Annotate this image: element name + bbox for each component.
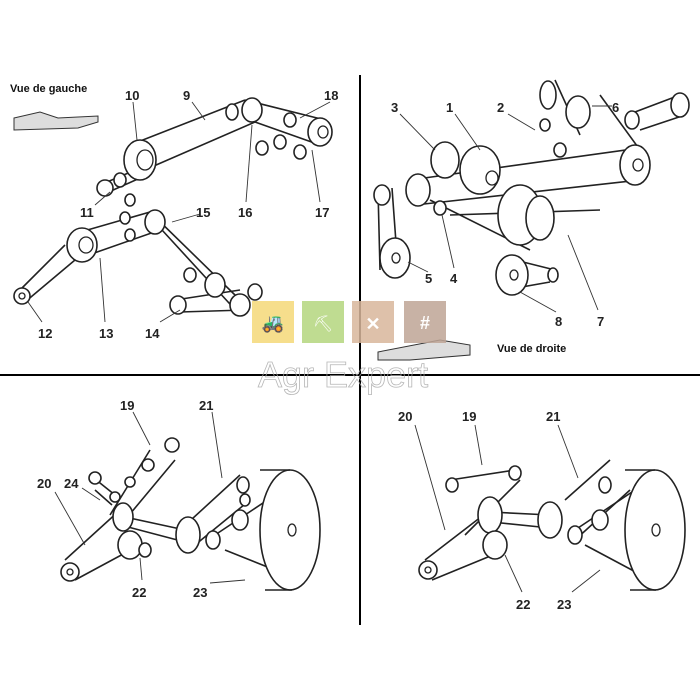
- right-view-diagram: Vue de droite 3 1 2 6 5 4 8 7: [373, 79, 690, 361]
- part-label: 14: [145, 326, 160, 341]
- part-label: 20: [37, 476, 51, 491]
- part-label: 2: [497, 100, 504, 115]
- part-label: 9: [183, 88, 190, 103]
- part-label: 22: [132, 585, 146, 600]
- part-label: 10: [125, 88, 139, 103]
- part-label: 23: [193, 585, 207, 600]
- watermark-text: Agr Expert: [258, 354, 428, 395]
- part-label: 11: [80, 205, 94, 220]
- svg-text:⛏: ⛏: [313, 315, 333, 333]
- tractor-icon: [252, 301, 294, 343]
- part-label: 23: [557, 597, 571, 612]
- part-label: 4: [450, 271, 458, 286]
- part-label: 19: [462, 409, 476, 424]
- part-label: 16: [238, 205, 252, 220]
- part-label: 17: [315, 205, 329, 220]
- part-label: 1: [446, 100, 453, 115]
- part-label: 18: [324, 88, 338, 103]
- watermark-logo: 🚜 ⛏ ✕ # Agr Expert: [252, 301, 446, 395]
- part-label: 19: [120, 398, 134, 413]
- part-label: 5: [425, 271, 432, 286]
- view-label-right: Vue de droite: [497, 343, 566, 355]
- svg-text:🚜: 🚜: [262, 313, 284, 333]
- part-label: 22: [516, 597, 530, 612]
- part-label: 15: [196, 205, 210, 220]
- part-label: 8: [555, 314, 562, 329]
- part-label: 20: [398, 409, 412, 424]
- wheelbarrow-icon: [302, 301, 344, 343]
- bottom-right-diagram: 20 19 21 22 23: [398, 409, 686, 612]
- part-label: 13: [99, 326, 113, 341]
- part-label: 12: [38, 326, 52, 341]
- part-label: 24: [64, 476, 79, 491]
- part-label: 21: [546, 409, 560, 424]
- view-label-left: Vue de gauche: [10, 83, 87, 95]
- part-label: 6: [612, 100, 619, 115]
- part-label: 7: [597, 314, 604, 329]
- tools-icon: [352, 301, 394, 343]
- fence-icon: [404, 301, 446, 343]
- view-arrow-left: [13, 111, 99, 131]
- bottom-left-diagram: 19 21 20 24 22 23: [37, 398, 321, 600]
- part-label: 3: [391, 100, 398, 115]
- part-label: 21: [199, 398, 213, 413]
- svg-text:#: #: [420, 313, 430, 333]
- svg-text:✕: ✕: [365, 314, 380, 334]
- left-view-diagram: Vue de gauche 10 9 18 11: [10, 83, 338, 341]
